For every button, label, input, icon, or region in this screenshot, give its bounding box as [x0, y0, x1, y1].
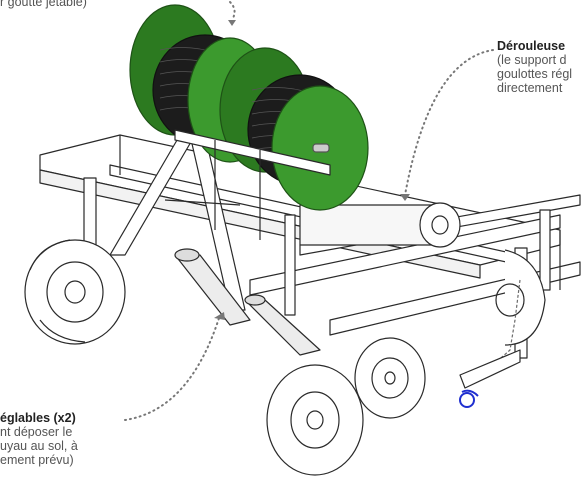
chain: [459, 279, 521, 408]
label-derouleuse-title: Dérouleuse: [497, 39, 566, 53]
leader-arrow-left: [214, 312, 225, 320]
label-top-callout: r goutte jetable): [0, 0, 87, 9]
rear-main-wheel: [266, 364, 364, 476]
leader-arrow-top: [228, 20, 236, 26]
label-derouleuse-line-1: (le support d: [497, 53, 567, 67]
guide-chutes: [174, 248, 321, 356]
label-derouleuse: Dérouleuse (le support d goulottes régl …: [497, 39, 572, 95]
label-goulottes-line-1: nt déposer le: [0, 425, 73, 439]
label-goulottes-line-2: uyau au sol, à: [0, 439, 78, 453]
leader-line-left: [124, 314, 221, 421]
reel-support: [174, 129, 331, 240]
rear-small-wheel: [354, 337, 426, 419]
label-derouleuse-line-2: goulottes régl: [497, 67, 573, 81]
hose-reel-right: [219, 47, 369, 211]
label-top-line-1: r goutte jetable): [0, 0, 87, 9]
label-derouleuse-line-3: directement: [497, 81, 563, 95]
central-drum: [299, 202, 461, 248]
leader-line-top: [229, 1, 236, 21]
label-goulottes: églables (x2) nt déposer le uyau au sol,…: [0, 411, 120, 467]
right-wheel: [495, 249, 546, 346]
leader-line-right: [404, 49, 494, 196]
label-goulottes-line-3: ement prévu): [0, 453, 74, 467]
leader-arrow-right: [400, 194, 410, 201]
front-left-wheel: [24, 239, 126, 345]
label-goulottes-title: églables (x2): [0, 411, 76, 425]
